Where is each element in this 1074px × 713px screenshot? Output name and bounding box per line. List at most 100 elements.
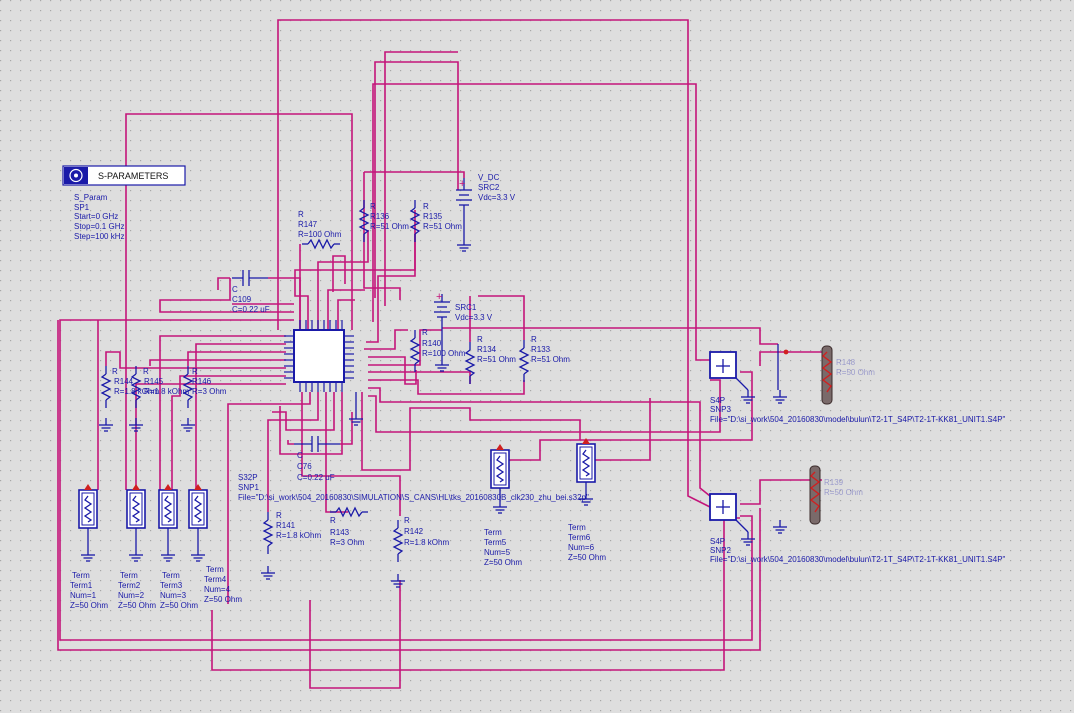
svg-text:R142: R142	[404, 527, 424, 536]
src2-name: SRC2	[478, 183, 500, 192]
svg-text:R139: R139	[824, 478, 844, 487]
svg-text:C: C	[232, 285, 238, 294]
svg-text:C: C	[297, 451, 303, 460]
svg-text:Term5: Term5	[484, 538, 507, 547]
snp1-name: SNP1	[238, 483, 259, 492]
resistor-r136[interactable]: R R136 R=51 Ohm	[359, 199, 409, 243]
svg-text:Term: Term	[72, 571, 90, 580]
svg-text:R145: R145	[144, 377, 164, 386]
node-dot	[783, 349, 789, 355]
dc-source-src1[interactable]: + SRC1 Vdc=3.3 V	[434, 291, 493, 372]
sparam-step: Step=100 kHz	[74, 232, 124, 241]
svg-text:C109: C109	[232, 295, 252, 304]
s-parameters-controller[interactable]: S-PARAMETERS S_Param SP1 Start=0 GHz Sto…	[62, 165, 186, 241]
svg-text:R: R	[370, 202, 376, 211]
deactivated-resistor-r148[interactable]: R148 R=50 Ohm	[821, 345, 875, 405]
snp3-type: S4P	[710, 396, 725, 405]
dc-source-src2[interactable]: + V_DC SRC2 Vdc=3.3 V	[456, 173, 516, 252]
svg-text:R: R	[422, 328, 428, 337]
resistor-r146[interactable]: R R146 R=3 Ohm	[180, 365, 227, 432]
plus-icon: +	[436, 291, 442, 303]
svg-text:R: R	[531, 335, 537, 344]
svg-text:C=0.22 uF: C=0.22 uF	[297, 473, 335, 482]
svg-text:Term3: Term3	[160, 581, 183, 590]
term-4[interactable]: Term Term4 Num=4 Z=50 Ohm	[188, 489, 242, 604]
snp2-file: File="D:\si_work\504_20160830\model\bulu…	[710, 555, 1006, 564]
term-1[interactable]: Term Term1 Num=1 Z=50 Ohm	[70, 489, 108, 610]
sparam-box	[62, 165, 186, 186]
capacitor-c109[interactable]: C C109 C=0.22 uF	[232, 270, 270, 314]
svg-text:Z=50 Ohm: Z=50 Ohm	[204, 595, 242, 604]
resistor-r134[interactable]: R R134 R=51 Ohm	[465, 335, 516, 385]
sparam-box-title: S-PARAMETERS	[98, 171, 168, 181]
svg-text:Num=6: Num=6	[568, 543, 595, 552]
src1-name: SRC1	[455, 303, 477, 312]
svg-text:R=50 Ohm: R=50 Ohm	[824, 488, 863, 497]
snp3-name: SNP3	[710, 405, 731, 414]
svg-text:Term: Term	[162, 571, 180, 580]
resistor-r135[interactable]: R R135 R=51 Ohm	[410, 199, 462, 243]
svg-text:Num=4: Num=4	[204, 585, 231, 594]
svg-text:R=51 Ohm: R=51 Ohm	[370, 222, 409, 231]
svg-text:R=3 Ohm: R=3 Ohm	[330, 538, 365, 547]
svg-text:R=50 Ohm: R=50 Ohm	[836, 368, 875, 377]
svg-text:R: R	[330, 516, 336, 525]
svg-text:R144: R144	[114, 377, 134, 386]
deactivated-resistor-r139[interactable]: R139 R=50 Ohm	[809, 465, 863, 525]
src2-value: Vdc=3.3 V	[478, 193, 516, 202]
svg-text:C=0.22 uF: C=0.22 uF	[232, 305, 270, 314]
svg-text:R=1.8 kOhm: R=1.8 kOhm	[144, 387, 189, 396]
svg-text:C76: C76	[297, 462, 312, 471]
term-5[interactable]: Term Term5 Num=5 Z=50 Ohm	[484, 449, 522, 567]
svg-text:R: R	[423, 202, 429, 211]
svg-text:Z=50 Ohm: Z=50 Ohm	[118, 601, 156, 610]
svg-text:Term1: Term1	[70, 581, 93, 590]
term-6[interactable]: Term Term6 Num=6 Z=50 Ohm	[568, 443, 606, 562]
svg-text:R: R	[192, 367, 198, 376]
svg-text:R143: R143	[330, 528, 350, 537]
snp2-type: S4P	[710, 537, 725, 546]
resistor-r133[interactable]: R R133 R=51 Ohm	[519, 335, 570, 383]
svg-text:R141: R141	[276, 521, 296, 530]
snp3-file: File="D:\si_work\504_20160830\model\bulu…	[710, 415, 1006, 424]
svg-text:R134: R134	[477, 345, 497, 354]
svg-text:R: R	[298, 210, 304, 219]
snp1-ground-stub	[348, 392, 364, 426]
svg-text:Num=1: Num=1	[70, 591, 97, 600]
resistor-r143[interactable]: R R143 R=3 Ohm	[329, 507, 369, 547]
resistor-r141[interactable]: R R141 R=1.8 kOhm	[260, 511, 321, 580]
svg-text:R148: R148	[836, 358, 856, 367]
sparam-type: S_Param	[74, 193, 108, 202]
svg-text:Term4: Term4	[204, 575, 227, 584]
svg-text:Term: Term	[206, 565, 224, 574]
snp2-block[interactable]: S4P SNP2 File="D:\si_work\504_20160830\m…	[709, 493, 1006, 564]
capacitor-c76[interactable]: C C76 C=0.22 uF	[294, 436, 340, 482]
svg-text:Z=50 Ohm: Z=50 Ohm	[70, 601, 108, 610]
term-3[interactable]: Term Term3 Num=3 Z=50 Ohm	[158, 489, 198, 610]
svg-text:R: R	[276, 511, 282, 520]
resistor-r145[interactable]: R R145 R=1.8 kOhm	[128, 365, 189, 432]
svg-text:Num=3: Num=3	[160, 591, 187, 600]
snp1-type: S32P	[238, 473, 258, 482]
svg-text:R=100 Ohm: R=100 Ohm	[298, 230, 342, 239]
snp3-block[interactable]: S4P SNP3 File="D:\si_work\504_20160830\m…	[709, 344, 1006, 424]
svg-text:R146: R146	[192, 377, 212, 386]
svg-text:R=1.8 kOhm: R=1.8 kOhm	[276, 531, 321, 540]
resistor-r142[interactable]: R R142 R=1.8 kOhm	[390, 516, 449, 588]
svg-text:Term: Term	[484, 528, 502, 537]
plus-icon: +	[459, 178, 465, 190]
resistor-r140[interactable]: R R140 R=100 Ohm	[410, 328, 466, 373]
sparam-name: SP1	[74, 203, 90, 212]
svg-text:R=51 Ohm: R=51 Ohm	[477, 355, 516, 364]
svg-text:R136: R136	[370, 212, 390, 221]
svg-text:R=1.8 kOhm: R=1.8 kOhm	[404, 538, 449, 547]
svg-text:R135: R135	[423, 212, 443, 221]
resistor-r144[interactable]: R R144 R=1.8 kOhm	[98, 365, 159, 432]
snp1-block[interactable]: S32P SNP1 File="D:\si_work\504_20160830\…	[238, 320, 589, 502]
term-2[interactable]: Term Term2 Num=2 Z=50 Ohm	[118, 489, 156, 610]
svg-text:R=51 Ohm: R=51 Ohm	[423, 222, 462, 231]
snp2-name: SNP2	[710, 546, 731, 555]
resistor-r147[interactable]: R R147 R=100 Ohm	[298, 210, 342, 249]
